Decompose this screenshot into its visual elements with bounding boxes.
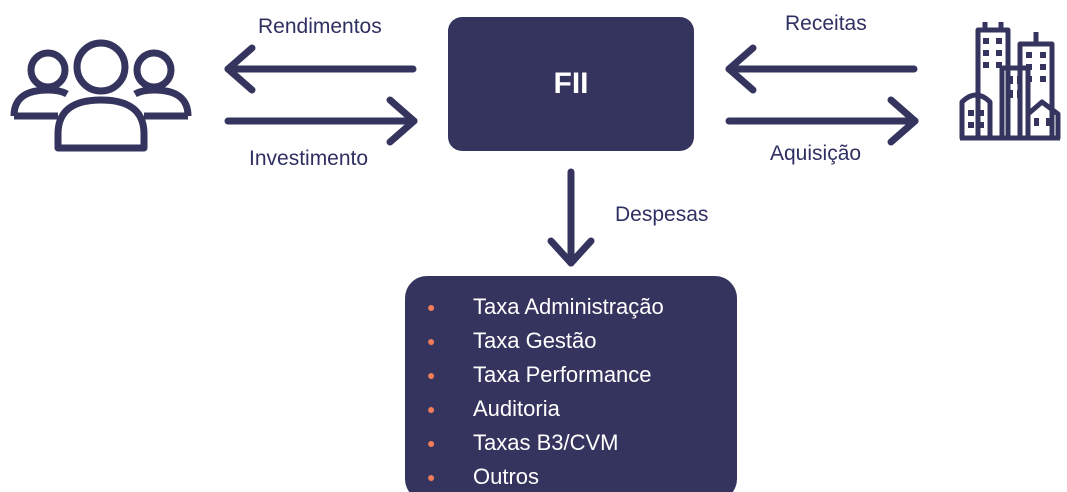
bullet-icon: ● (427, 299, 436, 315)
rendimentos-label: Rendimentos (258, 15, 382, 38)
expense-item-label: Taxa Administração (473, 294, 664, 319)
expense-item-label: Taxa Gestão (473, 328, 597, 353)
rendimentos-arrow (224, 44, 417, 94)
expenses-node: ● Taxa Administração ● Taxa Gestão ● Tax… (405, 276, 737, 492)
bullet-icon: ● (427, 367, 436, 383)
people-icon (10, 39, 192, 152)
investimento-label: Investimento (249, 147, 369, 170)
investimento-arrow (224, 96, 418, 146)
expense-item-label: Taxa Performance (473, 362, 652, 387)
bullet-icon: ● (427, 333, 436, 349)
bullet-icon: ● (427, 401, 436, 417)
expense-item-label: Taxas B3/CVM (473, 430, 619, 455)
fii-node: FII (448, 17, 694, 151)
bullet-icon: ● (427, 435, 436, 451)
expense-item-label: Auditoria (473, 396, 560, 421)
expense-item-label: Outros (473, 464, 540, 489)
bullet-icon: ● (427, 469, 436, 485)
aquisicao-arrow (725, 96, 919, 146)
aquisicao-label: Aquisição (770, 142, 862, 165)
receitas-label: Receitas (785, 12, 867, 35)
fii-node-label: FII (553, 67, 589, 100)
receitas-arrow (725, 44, 918, 94)
despesas-label: Despesas (615, 203, 709, 226)
buildings-icon (959, 22, 1061, 141)
despesas-arrow (547, 168, 595, 267)
